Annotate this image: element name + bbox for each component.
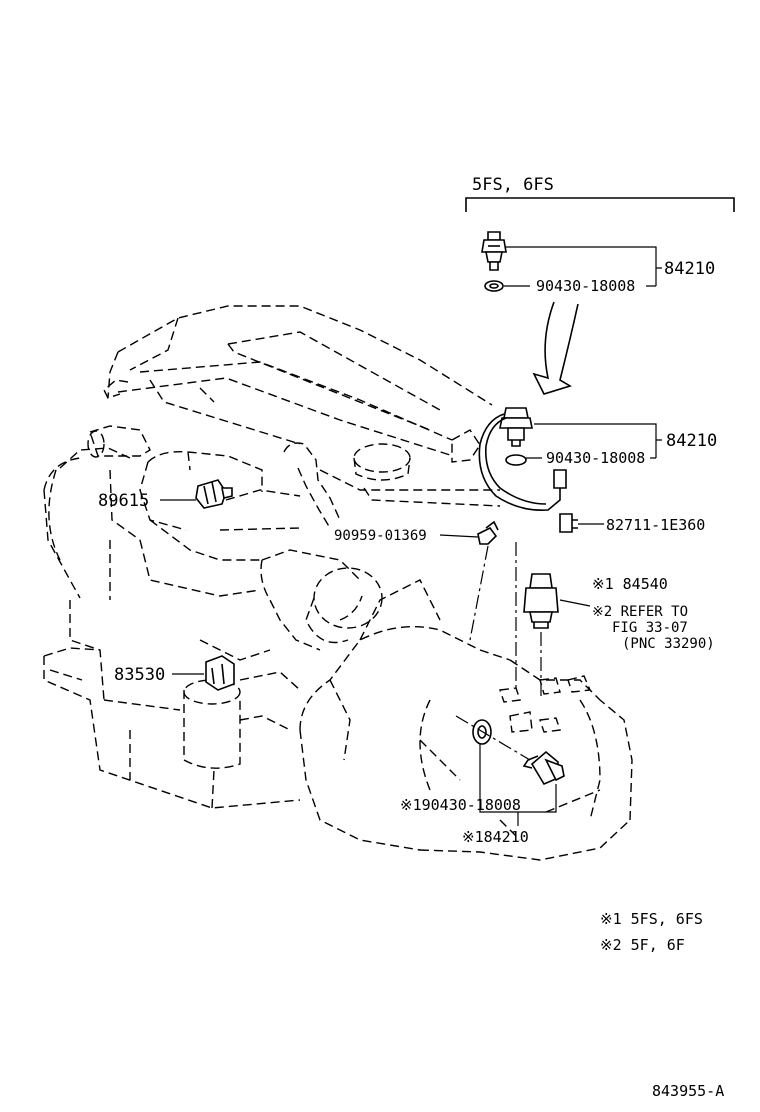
main-switch-part-label: 84210 bbox=[666, 431, 717, 451]
temp-sensor-89615: 89615 bbox=[98, 479, 233, 511]
lower-switch-part-label: ※184210 bbox=[462, 828, 529, 846]
oil-switch-83530: 83530 bbox=[114, 655, 235, 691]
lower-pressure-switch bbox=[455, 715, 565, 786]
upper-gasket bbox=[484, 280, 504, 292]
engine-outline bbox=[43, 305, 633, 861]
upper-pressure-switch bbox=[481, 231, 507, 271]
sensor-89615-label: 89615 bbox=[98, 491, 149, 511]
detail-arrow bbox=[532, 301, 579, 395]
clamp-part-label: 90959-01369 bbox=[334, 528, 427, 544]
note-2: ※2 5F, 6F bbox=[600, 936, 685, 954]
main-callouts: 84210 90430-18008 82711-1E360 bbox=[526, 423, 717, 534]
footnotes: ※1 5FS, 6FS ※2 5F, 6F bbox=[600, 910, 703, 954]
connector-part-label: 82711-1E360 bbox=[606, 516, 705, 534]
lower-callouts: ※190430-18008 ※184210 bbox=[400, 744, 557, 846]
upper-callouts: 84210 90430-18008 bbox=[504, 246, 715, 295]
refer-line-1: ※2 REFER TO bbox=[592, 604, 688, 620]
main-gasket bbox=[505, 454, 527, 466]
oil-switch-83530-label: 83530 bbox=[114, 665, 165, 685]
wire-harness bbox=[478, 413, 567, 512]
speed-sensor-note: ※1 84540 bbox=[592, 575, 668, 593]
hose-clamp: 90959-01369 bbox=[334, 520, 499, 545]
group-bracket bbox=[465, 197, 735, 212]
refer-line-2: FIG 33-07 bbox=[612, 620, 688, 636]
note-1: ※1 5FS, 6FS bbox=[600, 910, 703, 928]
group-heading: 5FS, 6FS bbox=[472, 175, 554, 195]
upper-switch-part-label: 84210 bbox=[664, 259, 715, 279]
lower-gasket-part-label: ※190430-18008 bbox=[400, 796, 521, 814]
figure-id: 843955-A bbox=[652, 1082, 724, 1100]
main-pressure-switch bbox=[499, 407, 533, 447]
speed-sensor bbox=[469, 542, 559, 700]
variant-group: 5FS, 6FS bbox=[465, 175, 735, 212]
refer-line-3: (PNC 33290) bbox=[622, 636, 715, 652]
speed-sensor-callouts: ※1 84540 ※2 REFER TO FIG 33-07 (PNC 3329… bbox=[559, 575, 715, 652]
main-gasket-part-label: 90430-18008 bbox=[546, 449, 645, 467]
connector bbox=[559, 513, 578, 533]
upper-gasket-part-label: 90430-18008 bbox=[536, 277, 635, 295]
